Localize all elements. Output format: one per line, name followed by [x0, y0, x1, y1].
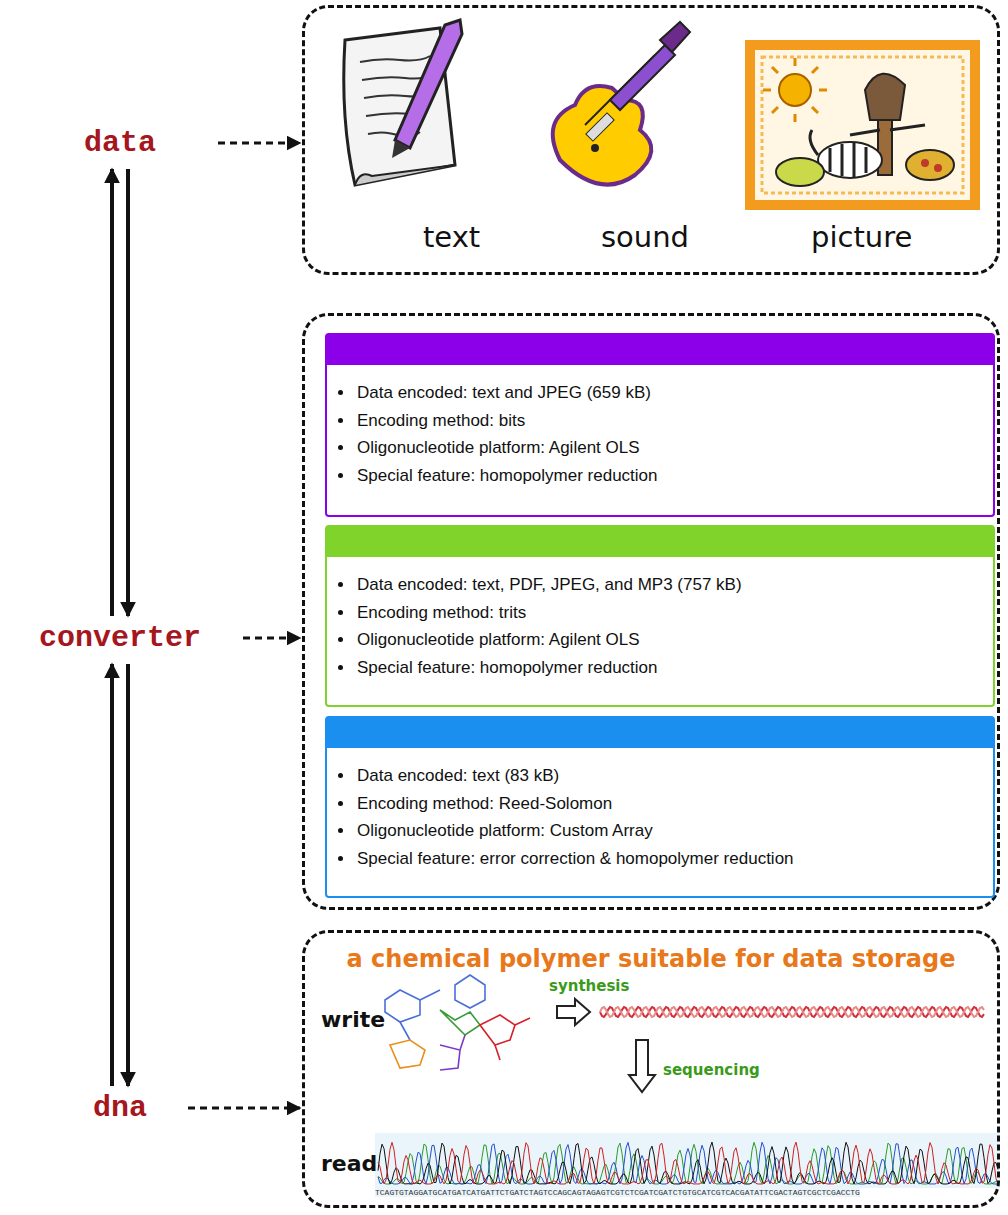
bullet-item: Encoding method: Reed-Solomon — [355, 790, 983, 818]
stage-label: converter — [5, 620, 235, 656]
dashed-panel: text sound picture — [302, 5, 1000, 275]
band-header — [327, 718, 993, 748]
band-header — [327, 335, 993, 365]
media-caption: sound — [601, 220, 689, 254]
stage-name: data — [30, 125, 210, 161]
chromatogram-trace — [378, 1142, 998, 1184]
sequence-text: TCAGTGTAGGATGCATGATCATGATTCTGATCTAGTCCAG… — [375, 1188, 860, 1197]
flow-arrow — [110, 169, 114, 616]
bullet-item: Data encoded: text and JPEG (659 kB) — [355, 379, 983, 407]
chromatogram-trace — [378, 1142, 998, 1184]
guitar-icon — [553, 22, 690, 185]
bullet-list: Data encoded: text (83 kB)Encoding metho… — [327, 748, 993, 882]
method-band: Data encoded: text, PDF, JPEG, and MP3 (… — [325, 525, 995, 707]
picture-icon — [750, 45, 975, 205]
bullet-list: Data encoded: text, PDF, JPEG, and MP3 (… — [327, 557, 993, 691]
step-label: read — [321, 1151, 377, 1176]
band-header — [327, 527, 993, 557]
dna-helix — [600, 1007, 984, 1017]
bullet-item: Special feature: homopolymer reduction — [355, 654, 983, 682]
bullet-item: Special feature: error correction & homo… — [355, 845, 983, 873]
stage-label: data — [30, 125, 210, 161]
step-label: write — [321, 1007, 385, 1032]
chromatogram-trace — [378, 1142, 998, 1184]
dashed-arrow — [243, 637, 300, 640]
paper-icon — [344, 20, 462, 185]
dashed-arrow — [188, 1107, 300, 1110]
flow-arrow — [126, 169, 130, 616]
media-caption: picture — [811, 220, 912, 254]
method-band: Data encoded: text (83 kB)Encoding metho… — [325, 716, 995, 898]
panel-title: a chemical polymer suitable for data sto… — [305, 945, 997, 973]
chromatogram-trace — [378, 1142, 998, 1184]
bullet-item: Special feature: homopolymer reduction — [355, 462, 983, 490]
flow-arrow — [126, 664, 130, 1086]
process-label: synthesis — [549, 977, 629, 995]
bullet-item: Encoding method: bits — [355, 407, 983, 435]
dna-helix — [600, 1007, 984, 1017]
media-caption: text — [423, 220, 480, 254]
process-label: sequencing — [663, 1061, 760, 1079]
chromatogram-ground — [375, 1133, 1000, 1188]
stage-name: dna — [60, 1090, 180, 1126]
dashed-panel: Data encoded: text and JPEG (659 kB)Enco… — [302, 313, 1000, 910]
dashed-panel: a chemical polymer suitable for data sto… — [302, 930, 1000, 1208]
synthesis-arrow — [557, 999, 590, 1025]
stage-label: dna — [60, 1090, 180, 1126]
bullet-item: Data encoded: text (83 kB) — [355, 762, 983, 790]
bullet-item: Oligonucleotide platform: Custom Array — [355, 817, 983, 845]
stage-name: converter — [5, 620, 235, 656]
bullet-item: Data encoded: text, PDF, JPEG, and MP3 (… — [355, 571, 983, 599]
flow-arrow — [110, 664, 114, 1086]
bullet-item: Oligonucleotide platform: Agilent OLS — [355, 434, 983, 462]
nucleotide-structure — [385, 975, 530, 1070]
bullet-item: Encoding method: trits — [355, 599, 983, 627]
bullet-list: Data encoded: text and JPEG (659 kB)Enco… — [327, 365, 993, 499]
method-band: Data encoded: text and JPEG (659 kB)Enco… — [325, 333, 995, 517]
sequencing-arrow — [629, 1040, 655, 1092]
bullet-item: Oligonucleotide platform: Agilent OLS — [355, 626, 983, 654]
dashed-arrow — [218, 142, 300, 145]
